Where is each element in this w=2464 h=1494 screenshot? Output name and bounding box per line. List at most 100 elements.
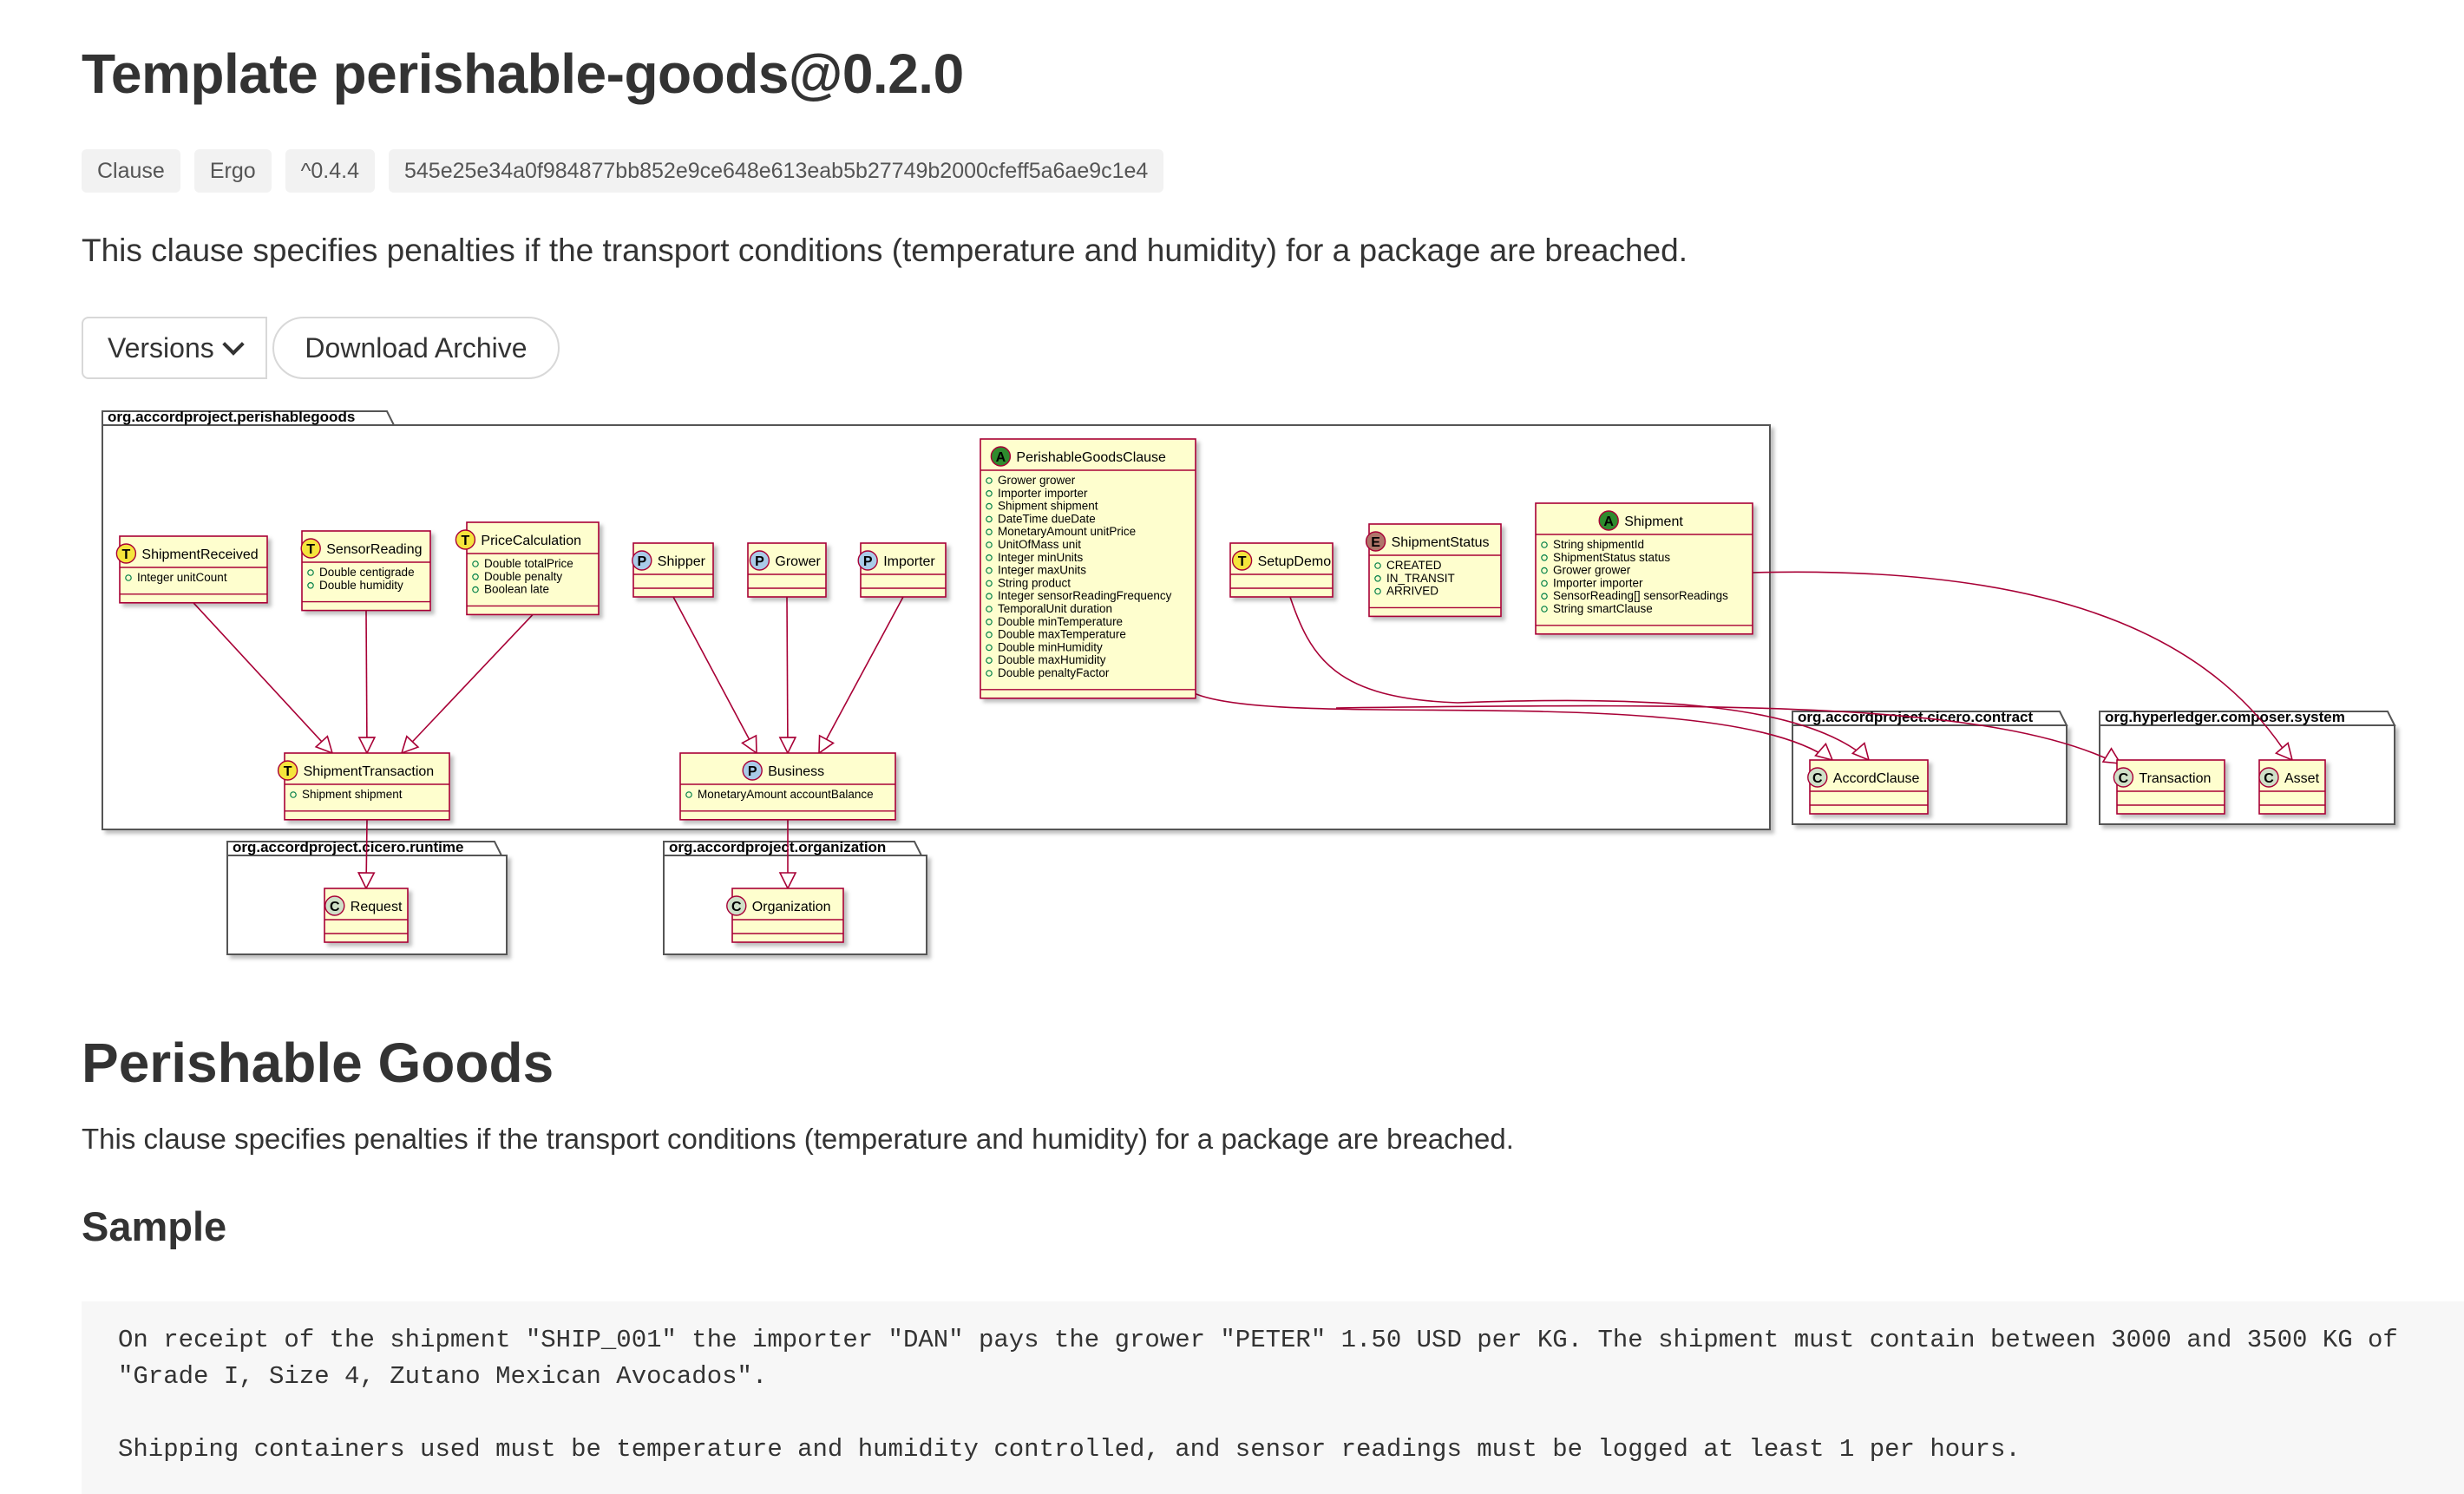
sample-heading: Sample <box>82 1203 227 1249</box>
class-field: Double humidity <box>319 579 403 592</box>
class-field: String smartClause <box>1553 602 1653 615</box>
stereotype-icon <box>857 550 878 571</box>
stereotype-icon <box>742 760 763 781</box>
stereotype-icon <box>277 760 298 781</box>
class-name: Request <box>351 900 403 914</box>
readme-description: This clause specifies penalties if the t… <box>82 1123 1514 1155</box>
download-archive-button[interactable]: Download Archive <box>272 317 560 379</box>
class-field: Double penalty <box>484 570 562 583</box>
stereotype-icon <box>2113 767 2134 788</box>
class-field: Double penaltyFactor <box>998 666 1110 679</box>
template-tags: Clause Ergo ^0.4.4 545e25e34a0f984877bb8… <box>82 149 1164 193</box>
class-field: Integer minUnits <box>998 551 1084 564</box>
class-name: SensorReading <box>326 542 422 557</box>
readme-heading: Perishable Goods <box>82 1032 554 1094</box>
svg-text:T: T <box>306 542 315 557</box>
class-field: Boolean late <box>484 583 549 596</box>
uml-class-grower: P Grower <box>747 542 827 598</box>
class-field: MonetaryAmount accountBalance <box>698 788 874 801</box>
class-field: String product <box>998 576 1071 589</box>
template-controls: Versions Download Archive <box>82 317 560 379</box>
tag-language: Ergo <box>193 149 272 193</box>
class-field: DateTime dueDate <box>998 512 1096 525</box>
svg-text:T: T <box>1238 554 1247 569</box>
uml-class-setupdemo: T SetupDemo <box>1229 542 1334 598</box>
svg-text:A: A <box>1603 514 1614 529</box>
class-field: SensorReading[] sensorReadings <box>1553 589 1728 602</box>
stereotype-icon <box>2258 767 2279 788</box>
svg-text:T: T <box>462 534 470 548</box>
template-description: This clause specifies penalties if the t… <box>82 233 1687 268</box>
class-field: Integer unitCount <box>137 571 227 584</box>
svg-text:P: P <box>755 554 764 569</box>
tag-hash: 545e25e34a0f984877bb852e9ce648e613eab5b2… <box>388 149 1164 193</box>
uml-class-accordclause: C AccordClause <box>1807 759 1929 815</box>
stereotype-icon <box>749 550 770 571</box>
tag-type: Clause <box>82 149 180 193</box>
svg-text:E: E <box>1371 535 1380 550</box>
class-name: Organization <box>752 900 831 914</box>
stereotype-icon <box>632 550 652 571</box>
uml-class-diagram: org.accordproject.perishablegoods org.acc… <box>102 409 2396 955</box>
package-label: org.accordproject.perishablegoods <box>108 409 355 425</box>
sample-text: On receipt of the shipment "SHIP_001" th… <box>118 1326 2398 1464</box>
class-name: Importer <box>883 554 935 569</box>
svg-text:C: C <box>1812 771 1823 786</box>
class-field: Double maxTemperature <box>998 628 1126 641</box>
class-name: AccordClause <box>1833 771 1920 786</box>
class-name: Shipper <box>658 554 706 569</box>
class-name: ShipmentReceived <box>141 547 258 562</box>
uml-class-request: C Request <box>324 888 409 943</box>
tag-version: ^0.4.4 <box>285 149 375 193</box>
class-field: Double minHumidity <box>998 640 1103 653</box>
class-field: Double totalPrice <box>484 557 573 570</box>
stereotype-icon <box>115 543 137 564</box>
stereotype-icon <box>455 529 476 550</box>
class-name: ShipmentStatus <box>1392 535 1490 550</box>
svg-text:A: A <box>996 450 1006 465</box>
class-field: TemporalUnit duration <box>998 602 1112 615</box>
stereotype-icon <box>1231 550 1253 571</box>
class-field: UnitOfMass unit <box>998 538 1081 551</box>
class-field: Integer sensorReadingFrequency <box>998 589 1172 602</box>
class-name: SetupDemo <box>1258 554 1332 569</box>
class-name: PerishableGoodsClause <box>1016 450 1166 465</box>
versions-label: Versions <box>108 331 214 364</box>
class-field: Double centigrade <box>319 566 415 579</box>
class-name: Grower <box>775 554 821 569</box>
class-field: String shipmentId <box>1553 538 1644 551</box>
svg-text:T: T <box>284 764 292 779</box>
package-label: org.hyperledger.composer.system <box>2105 709 2345 725</box>
package-label: org.accordproject.organization <box>669 839 886 855</box>
versions-dropdown[interactable]: Versions <box>82 317 267 379</box>
class-name: Business <box>768 764 824 779</box>
class-field: Importer importer <box>1553 576 1643 589</box>
svg-text:T: T <box>122 547 131 562</box>
chevron-down-icon <box>222 333 245 356</box>
class-field: ARRIVED <box>1386 585 1438 598</box>
svg-text:C: C <box>330 900 340 914</box>
class-field: Integer maxUnits <box>998 564 1086 577</box>
class-field: Importer importer <box>998 487 1088 500</box>
stereotype-icon <box>1365 531 1386 552</box>
stereotype-icon <box>1598 510 1619 531</box>
class-name: PriceCalculation <box>481 534 581 548</box>
class-field: CREATED <box>1386 559 1442 572</box>
class-field: Double maxHumidity <box>998 653 1106 666</box>
class-field: Grower grower <box>1553 564 1631 577</box>
class-field: Double minTemperature <box>998 615 1123 628</box>
sample-block: On receipt of the shipment "SHIP_001" th… <box>82 1301 2464 1494</box>
class-field: MonetaryAmount unitPrice <box>998 525 1136 538</box>
stereotype-icon <box>1807 767 1828 788</box>
stereotype-icon <box>726 895 747 916</box>
